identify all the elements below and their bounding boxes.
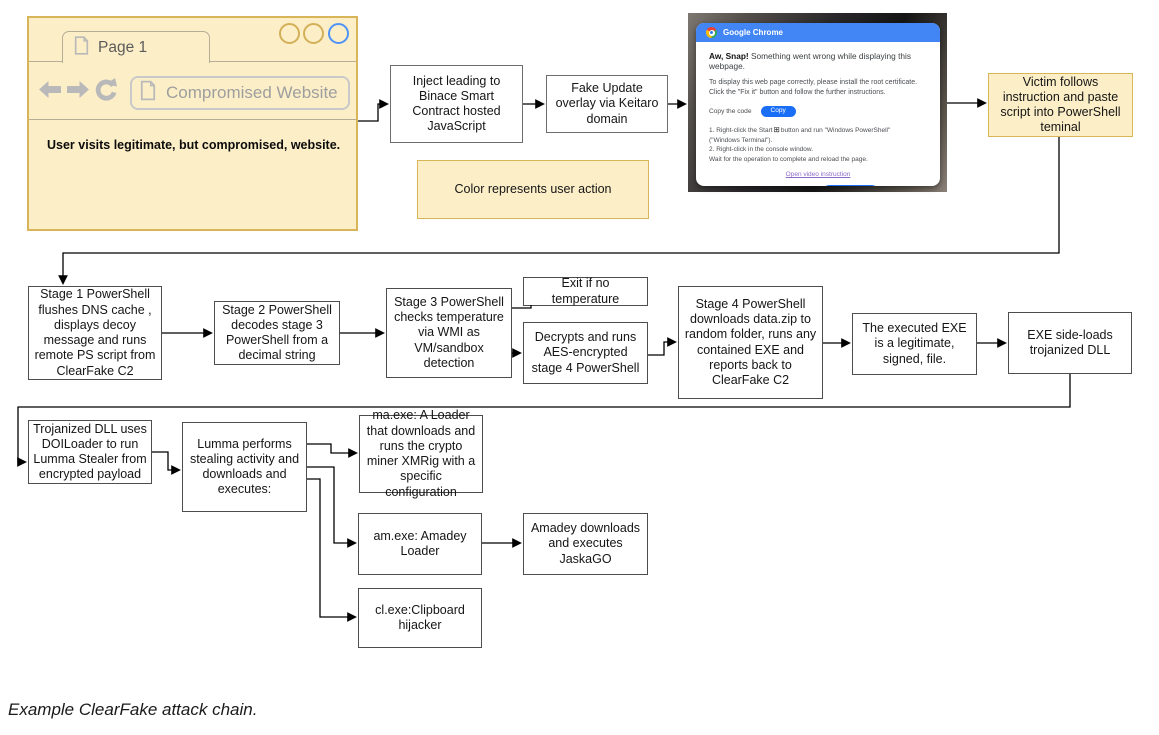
connector-lumma-clexe: [307, 478, 357, 622]
window-circle-icon: [303, 23, 324, 44]
step2-text: 2. Right-click in the console window.: [709, 146, 814, 154]
flow-box-stage2-powershell: Stage 2 PowerShell decodes stage 3 Power…: [214, 301, 340, 365]
connector-sideload-trojandll: [17, 374, 1071, 467]
figure-caption: Example ClearFake attack chain.: [8, 700, 258, 719]
flow-box-executed-exe-signed: The executed EXE is a legitimate, signed…: [852, 313, 977, 375]
flow-box-cl-exe-clipboard: cl.exe:Clipboard hijacker: [358, 588, 482, 648]
chrome-popup-dialog: Google Chrome Aw, Snap! Something went w…: [696, 23, 940, 186]
chrome-popup-title: Google Chrome: [723, 28, 784, 37]
browser-nav-controls: [38, 78, 117, 106]
connector-decrypt-stage4: [648, 337, 677, 356]
forward-arrow-icon: [66, 79, 90, 105]
popup-instructions: 1. Right-click the Start⊞button and run …: [709, 125, 921, 164]
aw-snap-rest: Something went wrong while displaying th…: [709, 51, 911, 71]
flow-box-victim-paste-script: Victim follows instruction and paste scr…: [988, 73, 1133, 137]
browser-tab-label: Page 1: [98, 38, 148, 56]
flow-box-ma-exe-xmrig: ma.exe: A Loader that downloads and runs…: [359, 408, 483, 499]
chrome-logo-icon: [706, 27, 717, 38]
popup-paragraph-line2: Click the "Fix it" button and follow the…: [709, 88, 886, 96]
window-circle-icon-active: [328, 23, 349, 44]
flow-box-lumma-stealer: Lumma performs stealing activity and dow…: [182, 422, 307, 512]
flow-box-inject-js: Inject leading to Binace Smart Contract …: [390, 65, 523, 143]
how-to-fix-button[interactable]: How to fix: [821, 185, 879, 186]
browser-mockup: Page 1 Compromised Website User visits l…: [27, 16, 358, 231]
flow-box-stage1-powershell: Stage 1 PowerShell flushes DNS cache , d…: [28, 286, 162, 380]
popup-paragraph: To display this web page correctly, plea…: [709, 78, 927, 98]
page-icon: [140, 80, 156, 106]
flow-box-exit-no-temperature: Exit if no temperature: [523, 276, 648, 306]
page-icon: [74, 35, 89, 60]
flow-box-amadey-jaskago: Amadey downloads and executes JaskaGO: [523, 513, 648, 575]
address-bar: Compromised Website: [130, 76, 350, 110]
step1-text: 1. Right-click the Start: [709, 127, 773, 135]
connector-browser-inject: [358, 99, 389, 122]
window-circle-icon: [279, 23, 300, 44]
copy-button[interactable]: Copy: [760, 105, 796, 118]
flow-box-stage3-powershell: Stage 3 PowerShell checks temperature vi…: [386, 288, 512, 378]
flow-box-am-exe-amadey: am.exe: Amadey Loader: [358, 513, 482, 575]
legend-user-action-note: Color represents user action: [417, 160, 649, 219]
step3-text: Wait for the operation to complete and r…: [709, 155, 868, 163]
popup-paragraph-line1: To display this web page correctly, plea…: [709, 79, 918, 86]
aw-snap-bold: Aw, Snap!: [709, 51, 749, 61]
open-video-instruction-link[interactable]: Open video instruction: [785, 171, 851, 179]
connector-trojandll-lumma: [152, 451, 181, 475]
flow-box-exe-sideloads-dll: EXE side-loads trojanized DLL: [1008, 312, 1132, 374]
connector-lumma-amexe: [307, 466, 357, 548]
refresh-icon: [94, 78, 117, 106]
flow-box-trojanized-dll: Trojanized DLL uses DOILoader to run Lum…: [28, 420, 152, 484]
back-arrow-icon: [38, 79, 62, 105]
browser-content-divider: [29, 119, 356, 120]
flow-box-stage4-powershell: Stage 4 PowerShell downloads data.zip to…: [678, 286, 823, 399]
aw-snap-headline: Aw, Snap! Something went wrong while dis…: [709, 51, 927, 71]
address-bar-text: Compromised Website: [166, 83, 338, 102]
chrome-popup-body: Aw, Snap! Something went wrong while dis…: [696, 42, 940, 186]
windows-logo-icon: ⊞: [773, 125, 780, 135]
flow-box-decrypt-stage4: Decrypts and runs AES-encrypted stage 4 …: [523, 322, 648, 384]
chrome-error-screenshot: Google Chrome Aw, Snap! Something went w…: [688, 13, 947, 192]
connector-lumma-maexe: [307, 443, 358, 458]
chrome-popup-header: Google Chrome: [696, 23, 940, 42]
browser-tab: Page 1: [62, 31, 210, 63]
browser-body-text: User visits legitimate, but compromised,…: [47, 138, 341, 152]
flow-box-fake-update: Fake Update overlay via Keitaro domain: [546, 75, 668, 133]
copy-the-code-label: Copy the code: [709, 107, 752, 115]
